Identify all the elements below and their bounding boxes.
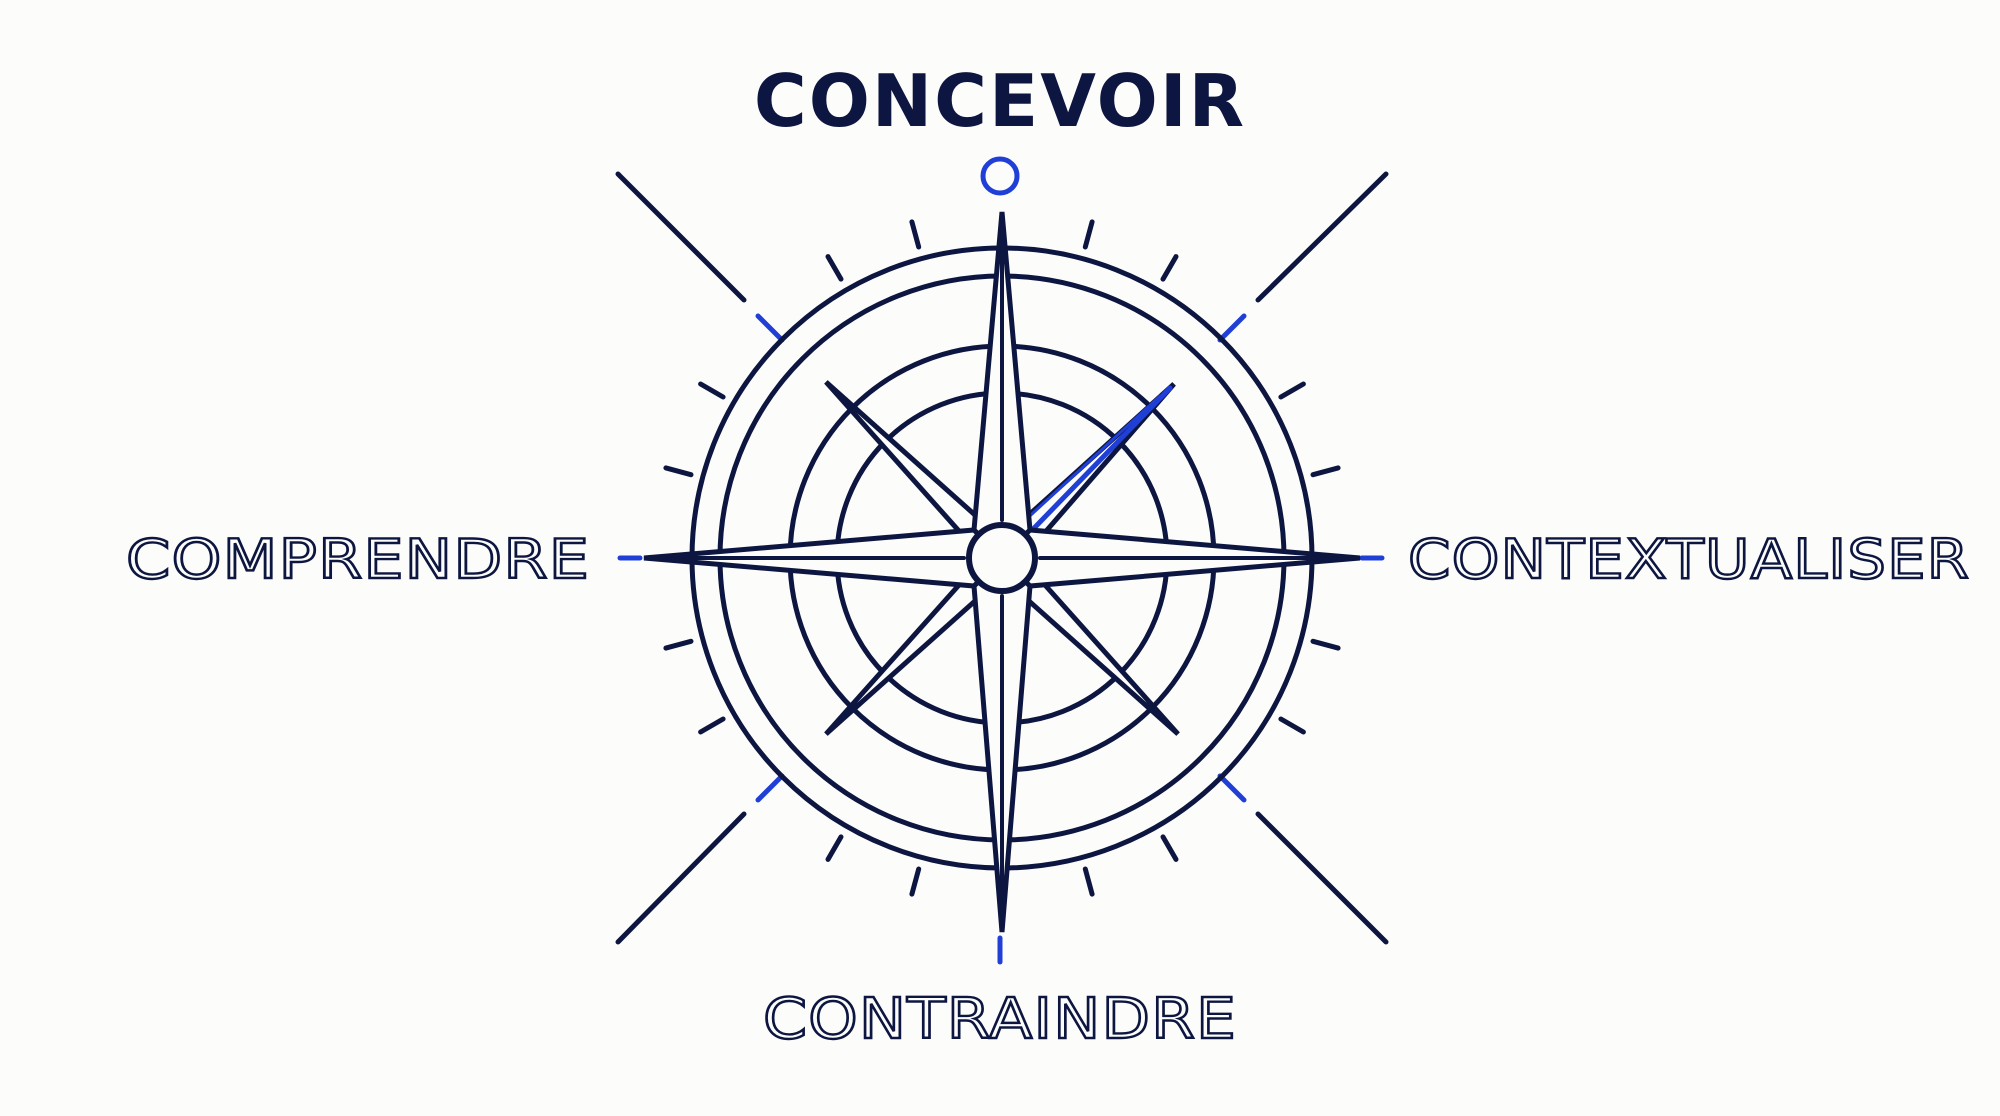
diagonal-line-nw: [615, 171, 747, 303]
tick-mark: [1278, 716, 1306, 735]
north-ring-icon: [980, 156, 1020, 196]
diagonal-accent-sw: [755, 773, 785, 803]
tick-mark: [825, 254, 844, 282]
tick-marks: [663, 219, 1341, 897]
tick-mark: [1310, 638, 1341, 651]
tick-mark: [909, 219, 922, 250]
tick-mark: [698, 716, 726, 735]
tick-mark: [909, 866, 922, 897]
center-hub: [966, 522, 1038, 594]
label-top: CONCEVOIR: [754, 59, 1246, 143]
tick-mark: [663, 465, 694, 478]
diagonal-accent-nw: [755, 313, 785, 343]
tick-mark: [1082, 219, 1095, 250]
point-ridges: [656, 223, 1348, 920]
tick-mark: [1310, 465, 1341, 478]
tick-mark: [1082, 866, 1095, 897]
tick-mark: [663, 638, 694, 651]
diagonal-line-ne: [1255, 171, 1389, 303]
diagonal-guides: [615, 171, 1389, 945]
diagonal-accent-se: [1217, 773, 1247, 803]
label-left: COMPRENDRE: [126, 528, 590, 591]
diagonal-accent-ne: [1217, 313, 1247, 343]
tick-mark: [1160, 834, 1179, 862]
tick-mark: [1278, 381, 1306, 400]
tick-mark: [1160, 254, 1179, 282]
tick-mark: [698, 381, 726, 400]
diagonal-line-se: [1255, 811, 1389, 945]
diagonal-accents: [755, 313, 1247, 803]
axis-accents: [617, 555, 1385, 965]
tick-mark: [825, 834, 844, 862]
label-bottom: CONTRAINDRE: [763, 987, 1237, 1052]
diagonal-line-sw: [615, 811, 747, 945]
label-right: CONTEXTUALISER: [1408, 528, 1970, 591]
